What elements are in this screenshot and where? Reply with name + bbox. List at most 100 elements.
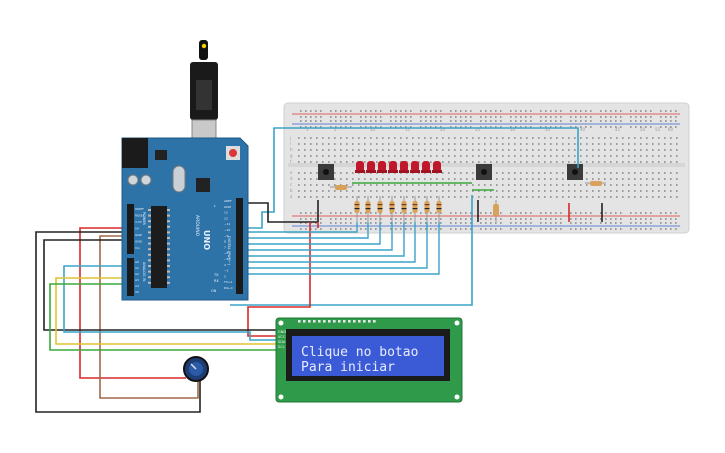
rail-hole xyxy=(340,218,342,220)
led-red[interactable] xyxy=(366,161,376,173)
wire-led-signal[interactable] xyxy=(240,222,440,275)
wire-led-signal[interactable] xyxy=(240,222,358,233)
rail-hole xyxy=(500,110,502,112)
led-red[interactable] xyxy=(421,161,431,173)
rail-hole xyxy=(480,120,482,122)
rail-hole xyxy=(315,120,317,122)
grid-hole xyxy=(496,178,498,180)
grid-hole xyxy=(394,184,396,186)
resistor-left-button[interactable] xyxy=(330,185,352,190)
reset-button[interactable] xyxy=(229,149,237,157)
rail-hole xyxy=(335,218,337,220)
grid-hole xyxy=(460,172,462,174)
grid-hole xyxy=(664,190,666,192)
grid-hole xyxy=(454,172,456,174)
col-number: 35 xyxy=(545,127,551,132)
wire-black-lcd-gnd[interactable] xyxy=(43,239,280,331)
grid-hole xyxy=(430,184,432,186)
rail-hole xyxy=(330,222,332,224)
wire-led-signal[interactable] xyxy=(240,222,369,239)
resistor-led[interactable] xyxy=(436,196,442,222)
pushbutton-cap xyxy=(323,169,329,175)
rail-hole xyxy=(650,110,652,112)
pushbutton-left[interactable] xyxy=(318,164,334,180)
grid-hole xyxy=(532,178,534,180)
grid-hole xyxy=(586,184,588,186)
resistor-led[interactable] xyxy=(401,196,407,222)
grid-hole xyxy=(400,143,402,145)
grid-hole xyxy=(472,172,474,174)
led-red[interactable] xyxy=(410,161,420,173)
breadboard-column-numbers: 1 5 10 15 20 25 30 35 40 45 50 55 60 xyxy=(306,127,674,132)
grid-hole xyxy=(598,137,600,139)
wire-led-signal[interactable] xyxy=(240,222,381,245)
wire-yellow-lcd-sda[interactable] xyxy=(55,277,280,345)
resistor-led[interactable] xyxy=(412,196,418,222)
rail-hole xyxy=(665,212,667,214)
rail-hole xyxy=(405,120,407,122)
grid-hole xyxy=(526,155,528,157)
wire-red-lcd-vcc[interactable] xyxy=(247,222,311,337)
grid-hole xyxy=(412,143,414,145)
resistor-led[interactable] xyxy=(389,196,395,222)
wire-black-pot[interactable] xyxy=(35,231,201,413)
wire-red-pot[interactable] xyxy=(79,227,186,379)
wire-brown-pot[interactable] xyxy=(99,235,199,399)
chip-pin xyxy=(148,242,151,245)
pushbutton-right[interactable] xyxy=(567,164,583,180)
wire-led-signal[interactable] xyxy=(240,222,416,263)
rail-hole xyxy=(470,110,472,112)
grid-hole xyxy=(346,190,348,192)
wire-led-signal[interactable] xyxy=(240,222,393,251)
led-red[interactable] xyxy=(388,161,398,173)
resistor-led[interactable] xyxy=(377,196,383,222)
usb-cable[interactable] xyxy=(190,40,218,147)
grid-hole xyxy=(556,161,558,163)
resistor-middle-button[interactable] xyxy=(493,200,499,222)
rail-hole xyxy=(500,218,502,220)
resistor-body xyxy=(389,201,395,213)
led-red[interactable] xyxy=(399,161,409,173)
rail-hole xyxy=(510,212,512,214)
rail-hole xyxy=(570,218,572,220)
rail-hole xyxy=(675,116,677,118)
rail-hole xyxy=(340,120,342,122)
grid-hole xyxy=(592,143,594,145)
grid-hole xyxy=(544,155,546,157)
resistor-right-button[interactable] xyxy=(585,181,606,186)
rail-hole xyxy=(340,222,342,224)
wire-blue-button[interactable] xyxy=(248,127,579,229)
rail-hole xyxy=(470,116,472,118)
rail-hole xyxy=(675,120,677,122)
wire-led-signal[interactable] xyxy=(240,222,405,257)
potentiometer[interactable] xyxy=(183,356,209,382)
rail-hole xyxy=(410,126,412,128)
wire-led-signal[interactable] xyxy=(240,222,428,269)
rail-hole xyxy=(650,116,652,118)
resistor-led[interactable] xyxy=(424,196,430,222)
rail-hole xyxy=(370,126,372,128)
lcd-module[interactable]: GND VCC SDA SCL Clique no botao Para ini… xyxy=(275,317,463,403)
pin-label: 4 xyxy=(224,263,226,267)
grid-hole xyxy=(394,155,396,157)
grid-hole xyxy=(550,196,552,198)
grid-hole xyxy=(376,149,378,151)
grid-hole xyxy=(478,149,480,151)
grid-hole xyxy=(544,196,546,198)
led-red[interactable] xyxy=(355,161,365,173)
lcd-header-pin xyxy=(353,320,356,323)
rail-hole xyxy=(485,120,487,122)
wire-green-lcd-scl[interactable] xyxy=(49,283,280,351)
led-red[interactable] xyxy=(377,161,387,173)
grid-hole xyxy=(370,155,372,157)
rail-hole xyxy=(545,126,547,128)
wire-black-gnd[interactable] xyxy=(238,202,318,223)
resistor-band xyxy=(354,208,360,210)
wire-blue-lcd[interactable] xyxy=(63,265,280,341)
resistor-led[interactable] xyxy=(365,196,371,222)
arduino-uno-board[interactable]: UNO ARDUINO POWER ANALOG IN DIGITAL (PWM… xyxy=(121,137,249,301)
rail-hole xyxy=(360,110,362,112)
resistor-led[interactable] xyxy=(354,196,360,222)
led-red[interactable] xyxy=(432,161,442,173)
pushbutton-middle[interactable] xyxy=(476,164,492,180)
